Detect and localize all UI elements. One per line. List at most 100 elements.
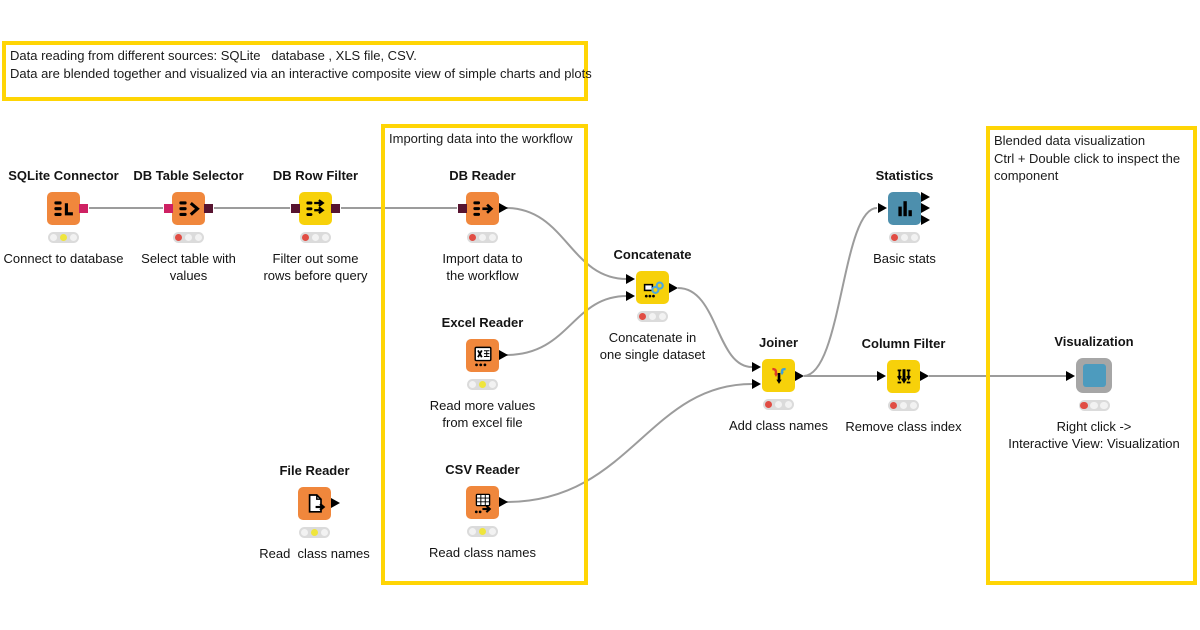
traffic-dot-green [69, 233, 78, 242]
output-port[interactable] [920, 370, 929, 381]
input-port[interactable] [752, 378, 761, 389]
output-port[interactable] [669, 282, 678, 293]
node-body[interactable] [752, 359, 804, 392]
traffic-dot-green [658, 312, 667, 321]
node-caption: Right click -> Interactive View: Visuali… [1008, 419, 1180, 451]
output-port[interactable] [79, 203, 88, 213]
node-title: Statistics [875, 168, 934, 183]
input-port[interactable] [626, 273, 635, 284]
output-port[interactable] [921, 214, 930, 225]
wire[interactable] [677, 287, 753, 368]
traffic-dot-red [889, 401, 898, 410]
excel-reader-icon [473, 346, 492, 366]
node-body[interactable] [877, 360, 929, 393]
traffic-light [889, 232, 920, 243]
traffic-light [763, 399, 794, 410]
traffic-dot-green [488, 380, 497, 389]
traffic-dot-red [638, 312, 647, 321]
annotation-blended-box[interactable]: Blended data visualization Ctrl + Double… [986, 126, 1197, 585]
output-port[interactable] [499, 202, 508, 213]
output-port[interactable] [331, 203, 340, 213]
input-port[interactable] [1066, 370, 1075, 381]
traffic-dot-yellow [899, 401, 908, 410]
component-fill [1082, 364, 1106, 387]
output-port[interactable] [499, 496, 508, 507]
input-port[interactable] [291, 203, 300, 213]
concatenate-icon [643, 281, 664, 298]
wire[interactable] [505, 207, 628, 280]
traffic-dot-green [194, 233, 203, 242]
input-port[interactable] [752, 361, 761, 372]
traffic-light [299, 527, 330, 538]
node-title: Excel Reader [441, 315, 524, 330]
output-port[interactable] [331, 497, 340, 508]
node-caption: Import data to the workflow [442, 251, 523, 283]
traffic-dot-red [468, 527, 477, 536]
wire[interactable] [803, 207, 878, 377]
csv-reader-icon [474, 493, 491, 513]
input-port[interactable] [877, 370, 886, 381]
node-title: CSV Reader [445, 462, 520, 477]
node-caption: Read class names [259, 546, 370, 561]
node-body[interactable] [878, 191, 930, 225]
traffic-dot-yellow [774, 400, 783, 409]
db-row-filter-icon [305, 198, 325, 216]
node-caption: Add class names [729, 418, 828, 433]
output-port[interactable] [795, 370, 804, 381]
node-title: Joiner [758, 335, 798, 350]
db-reader-icon [472, 200, 493, 216]
traffic-dot-yellow [478, 527, 487, 536]
annotation-importing-box[interactable]: Importing data into the workflow [381, 124, 588, 585]
node-body[interactable] [626, 271, 678, 304]
node-caption: Read more values from excel file [429, 398, 536, 430]
node-body[interactable] [47, 192, 88, 225]
input-port[interactable] [878, 202, 887, 213]
node-caption: Filter out some rows before query [263, 251, 368, 283]
input-port[interactable] [458, 203, 467, 213]
annotation-top-note-text: Data reading from different sources: SQL… [6, 45, 592, 84]
output-port[interactable] [204, 203, 213, 213]
wire[interactable] [505, 383, 753, 503]
traffic-dot-red [468, 380, 477, 389]
traffic-dot-green [488, 233, 497, 242]
joiner-icon [771, 367, 786, 384]
node-body[interactable] [291, 192, 340, 225]
traffic-dot-yellow [59, 233, 68, 242]
traffic-light [48, 232, 79, 243]
input-port[interactable] [626, 290, 635, 301]
node-body[interactable] [164, 192, 213, 225]
traffic-light [300, 232, 331, 243]
node-body[interactable] [466, 339, 508, 372]
traffic-dot-green [910, 233, 919, 242]
node-caption: Concatenate in one single dataset [599, 330, 706, 362]
node-title: DB Row Filter [272, 168, 359, 183]
column-filter-icon [896, 368, 911, 384]
node-body[interactable] [458, 192, 508, 225]
output-port[interactable] [499, 349, 508, 360]
node-body[interactable] [298, 487, 340, 520]
db-table-selector-icon [178, 200, 200, 216]
annotation-importing-label: Importing data into the workflow [389, 131, 573, 146]
traffic-dot-red [49, 233, 58, 242]
node-caption: Remove class index [845, 419, 962, 434]
traffic-dot-red [890, 233, 899, 242]
traffic-dot-red [468, 233, 477, 242]
traffic-dot-red [1080, 401, 1088, 410]
traffic-dot-yellow [648, 312, 657, 321]
node-body[interactable] [1066, 358, 1112, 393]
node-title: Column Filter [861, 336, 946, 351]
sqlite-connector-icon [53, 200, 73, 216]
traffic-light [467, 232, 498, 243]
output-port[interactable] [921, 191, 930, 202]
node-title: DB Reader [449, 168, 516, 183]
traffic-dot-yellow [310, 528, 319, 537]
input-port[interactable] [164, 203, 173, 213]
traffic-dot-red [300, 528, 309, 537]
node-body[interactable] [466, 486, 508, 519]
traffic-dot-green [909, 401, 918, 410]
annotation-top-note[interactable]: Data reading from different sources: SQL… [2, 41, 592, 101]
traffic-dot-yellow [184, 233, 193, 242]
output-port[interactable] [921, 202, 930, 213]
wire[interactable] [505, 295, 628, 356]
